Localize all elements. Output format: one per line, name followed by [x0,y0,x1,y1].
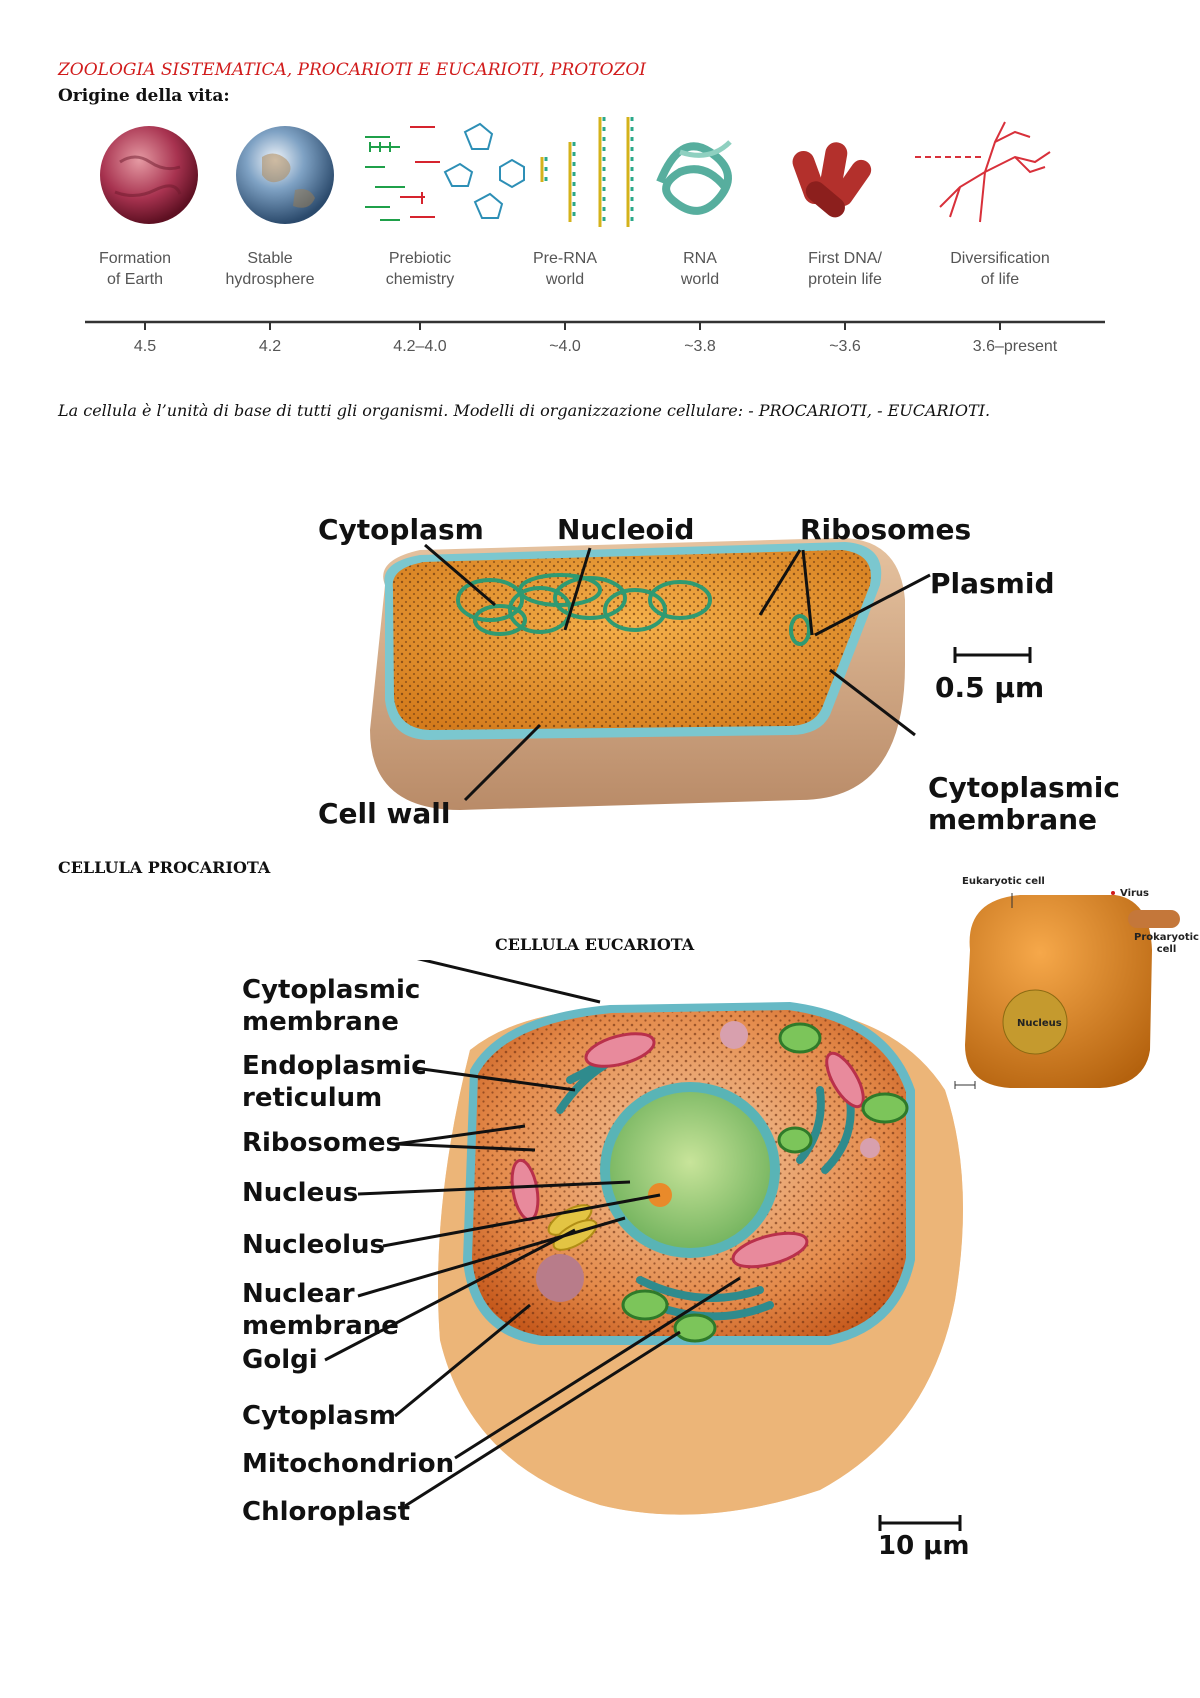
prokaryotic-cell-diagram [370,538,1032,810]
nucleoid-icon [456,573,712,636]
plasmid-icon [789,614,811,646]
timeline-icons [100,117,1051,227]
eukaryotic-cell-diagram [324,960,963,1531]
rna-ribbon-icon [656,140,732,215]
timeline-value-2: 4.2 [258,338,282,355]
molecules-icon [365,122,525,221]
timeline-value-6: ~3.6 [829,338,861,355]
prokaryote-caption: CELLULA PROCARIOTA [58,858,271,877]
eukaryote-cytoplasm-label: Cytoplasm [242,1401,396,1431]
pre-rna-strands-icon [540,117,634,227]
size-comparison-diagram [954,891,1180,1089]
eukaryotic-cell-small-label: Eukaryotic cell [962,876,1045,887]
earth-early-icon [100,126,198,224]
timeline-value-5: ~3.8 [684,338,716,355]
eukaryote-nucleolus-label: Nucleolus [242,1230,385,1260]
prokaryote-nucleoid-label: Nucleoid [557,513,695,546]
eukaryote-nucleus-label: Nucleus [242,1178,359,1208]
prokaryote-ribosomes-label: Ribosomes [800,513,972,546]
eukaryote-ribosomes-label: Ribosomes [242,1128,401,1158]
eukaryote-scale-label: 10 µm [878,1531,970,1561]
prokaryote-cell-wall-label: Cell wall [318,797,451,830]
timeline-value-4: ~4.0 [549,338,581,355]
eukaryote-golgi-label: Golgi [242,1345,318,1375]
timeline-label-6: First DNA/protein life [808,250,882,288]
eukaryote-chloroplast-label: Chloroplast [242,1497,411,1527]
bacteria-icon [792,142,872,218]
timeline-value-1: 4.5 [133,338,157,355]
nucleus-small-label: Nucleus [1017,1018,1062,1029]
prokaryote-plasmid-label: Plasmid [930,567,1055,600]
prokaryote-scale-label: 0.5 µm [935,671,1045,704]
tree-of-life-icon [915,121,1051,223]
prokaryote-cytoplasm-label: Cytoplasm [318,513,484,546]
timeline-value-7: 3.6–present [972,338,1058,355]
section-subtitle: Origine della vita: [58,86,230,106]
timeline-value-3: 4.2–4.0 [393,338,447,355]
earth-blue-icon [236,126,334,224]
timeline-axis [85,320,1105,330]
virus-small-label: Virus [1120,888,1149,899]
intro-text: La cellula è l’unità di base di tutti gl… [58,401,991,420]
page-title: ZOOLOGIA SISTEMATICA, PROCARIOTI E EUCAR… [58,60,646,80]
eukaryote-caption: CELLULA EUCARIOTA [495,935,695,954]
eukaryote-mitochondrion-label: Mitochondrion [242,1449,455,1479]
